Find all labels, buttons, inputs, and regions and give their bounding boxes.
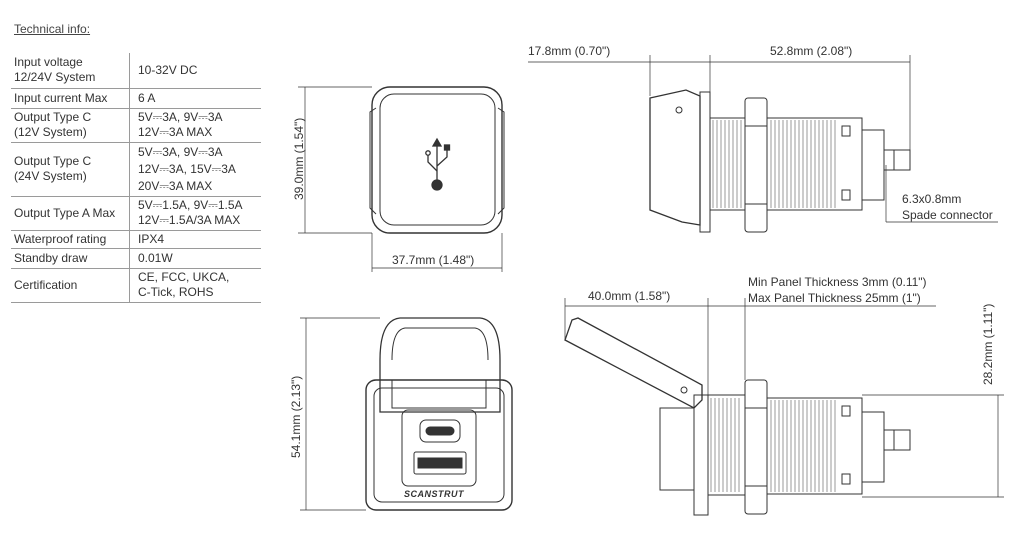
spec-label: Waterproof rating	[11, 230, 130, 249]
technical-info-heading: Technical info:	[14, 22, 91, 36]
usb-a-port	[413, 451, 467, 475]
front-view-closed	[369, 86, 505, 234]
spec-value: 10-32V DC	[129, 53, 261, 89]
side-open-dims	[564, 298, 1004, 498]
front-height-label: 39.0mm (1.54")	[292, 118, 306, 200]
side-height-label: 28.2mm (1.11")	[981, 304, 995, 385]
spade-leader	[885, 165, 998, 223]
open-height-label: 54.1mm (2.13")	[289, 376, 303, 458]
spade-connector-label: Spade connector	[902, 208, 993, 222]
front-height-dimension	[298, 86, 372, 234]
usb-c-port	[419, 419, 461, 443]
thread-lines	[712, 120, 836, 208]
spec-label: Output Type C(12V System)	[11, 108, 130, 143]
front-width-dimension	[371, 233, 503, 272]
side-view-closed	[649, 89, 911, 233]
nut	[744, 97, 768, 233]
spec-value: 6 A	[129, 88, 261, 109]
spec-value: IPX4	[129, 230, 261, 249]
brand-logo: SCANSTRUT	[404, 489, 465, 499]
front-view-open	[365, 317, 513, 511]
spec-label: Output Type A Max	[11, 196, 130, 231]
thread-lines-open	[710, 398, 836, 492]
spec-value: CE, FCC, UKCA,C-Tick, ROHS	[129, 268, 261, 303]
usb-icon	[425, 137, 451, 191]
nut-open	[744, 379, 768, 515]
spec-label: Output Type C(24V System)	[11, 142, 130, 197]
spade-size-label: 6.3x0.8mm	[902, 192, 961, 206]
panel-max-label: Max Panel Thickness 25mm (1")	[748, 291, 921, 305]
spec-label: Standby draw	[11, 248, 130, 269]
side-dims-top	[528, 55, 911, 150]
panel-min-label: Min Panel Thickness 3mm (0.11")	[748, 275, 927, 289]
spec-label: Certification	[11, 268, 130, 303]
spec-value: 0.01W	[129, 248, 261, 269]
front-width-label: 37.7mm (1.48")	[392, 253, 474, 267]
open-height-dimension	[300, 317, 380, 511]
spec-label: Input current Max	[11, 88, 130, 109]
open-lid-label: 40.0mm (1.58")	[588, 289, 670, 303]
side-lid-label: 17.8mm (0.70")	[528, 44, 610, 58]
side-view-open	[564, 317, 911, 516]
side-body-label: 52.8mm (2.08")	[770, 44, 852, 58]
